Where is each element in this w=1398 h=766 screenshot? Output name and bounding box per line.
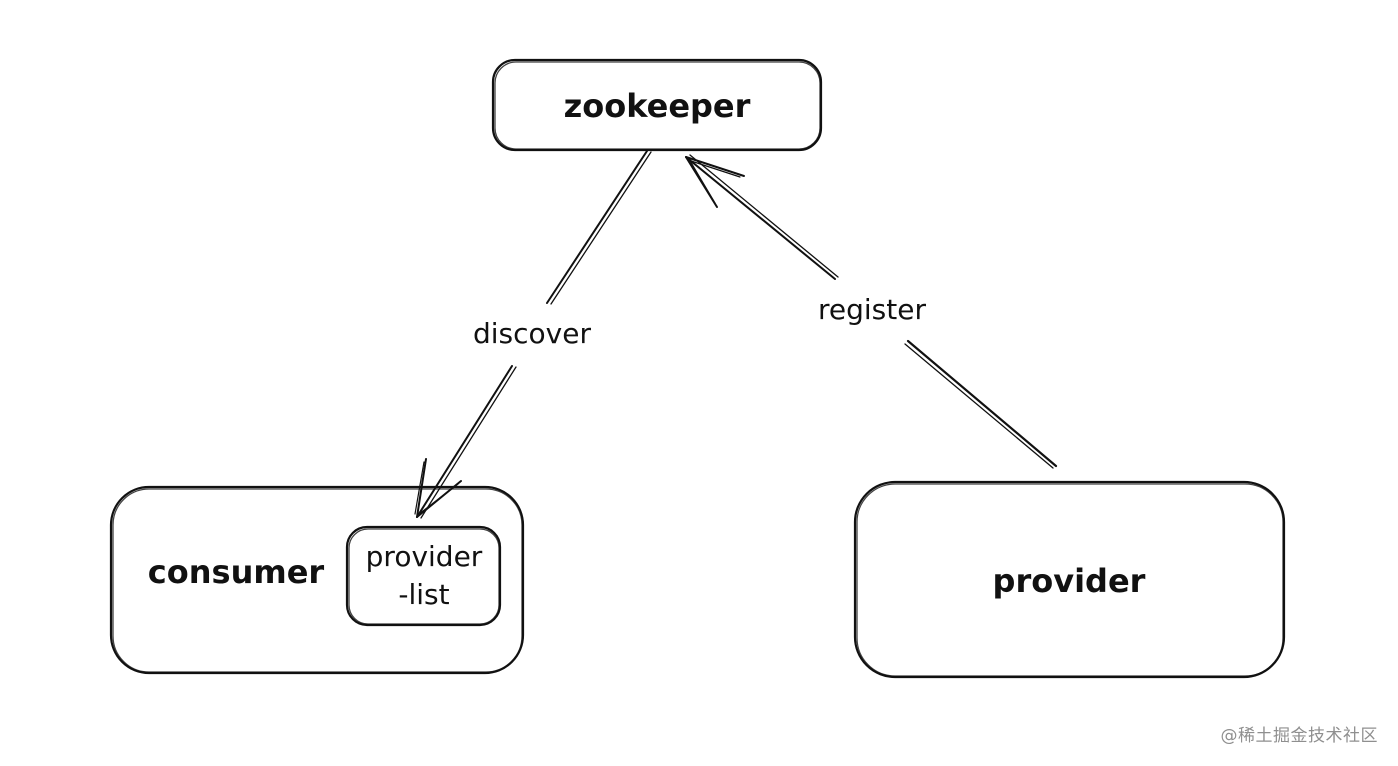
provider-node: provider xyxy=(853,480,1286,679)
discover-label: discover xyxy=(473,317,591,350)
provider-list-label-line1: provider xyxy=(366,540,483,573)
consumer-label: consumer xyxy=(148,553,325,591)
register-label: register xyxy=(818,293,926,326)
provider-list-label-line2: -list xyxy=(398,578,449,611)
provider-list-node: provider -list xyxy=(345,525,502,627)
zookeeper-label: zookeeper xyxy=(564,87,751,125)
watermark-text: @稀土掘金技术社区 xyxy=(1220,726,1378,746)
zookeeper-node: zookeeper xyxy=(491,58,823,152)
provider-label: provider xyxy=(993,562,1146,600)
discover-arrow xyxy=(414,150,652,519)
register-arrow xyxy=(685,154,1058,469)
